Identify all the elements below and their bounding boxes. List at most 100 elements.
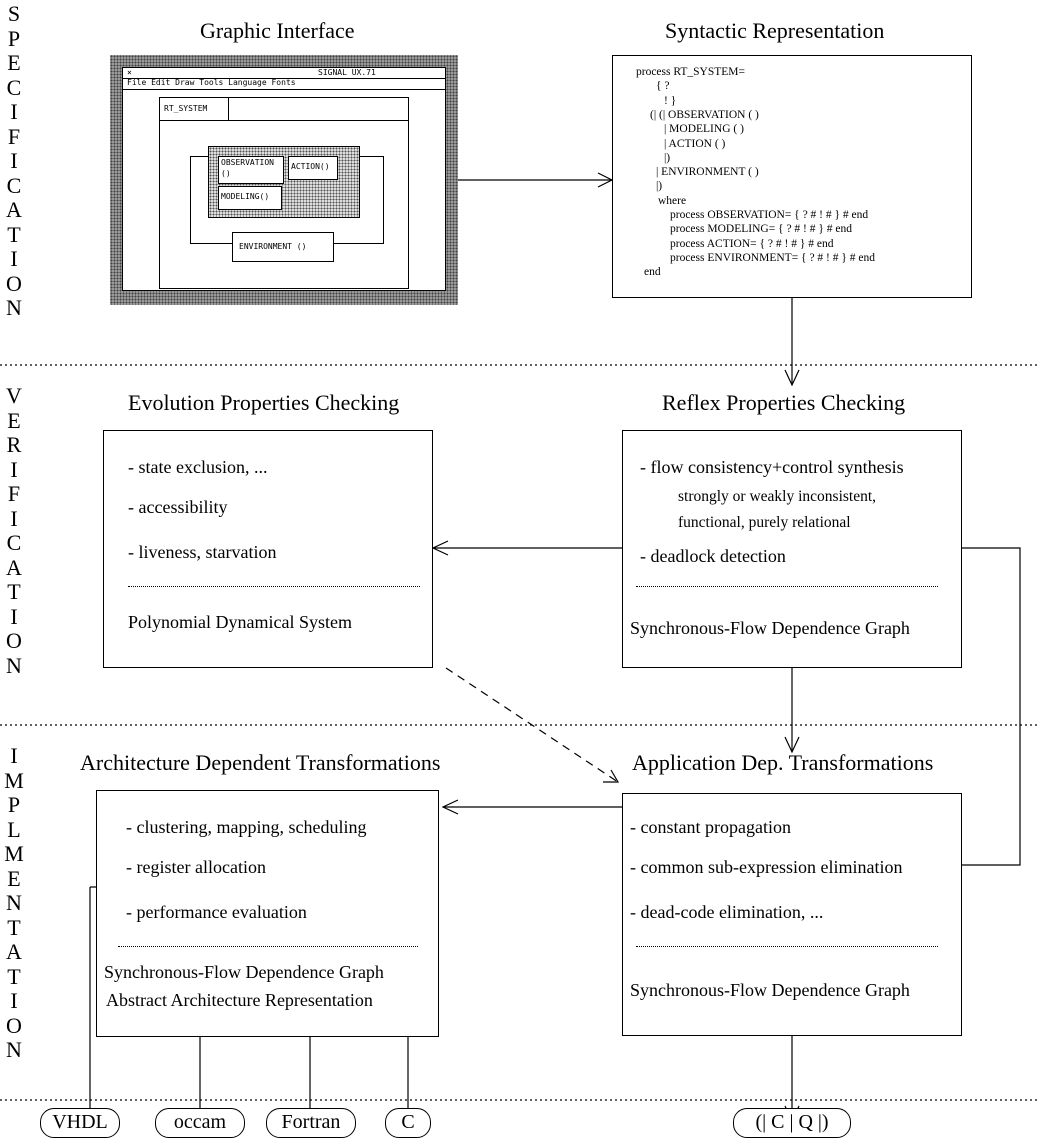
syntactic-code-line: { ? <box>656 80 670 93</box>
application-divider <box>636 946 938 947</box>
evolution-item: - liveness, starvation <box>128 542 277 562</box>
syntactic-code-line: | ENVIRONMENT ( ) <box>656 166 759 179</box>
syntactic-code-line: process RT_SYSTEM= <box>636 66 745 78</box>
architecture-footer: Synchronous-Flow Dependence Graph <box>104 962 384 982</box>
syntactic-box <box>612 55 972 298</box>
section-letter: I <box>10 99 18 124</box>
section-letter: I <box>10 505 18 531</box>
gi-window-title: SIGNAL UX.71 <box>318 68 376 77</box>
syntactic-code-line: | ACTION ( ) <box>664 137 726 150</box>
section-letter: N <box>6 652 22 678</box>
gi-close-icon: × <box>127 68 132 77</box>
section-letter: C <box>6 172 22 198</box>
section-letter: T <box>7 221 21 247</box>
section-letter: L <box>7 816 21 842</box>
section-letter: P <box>7 25 21 51</box>
output-fortran: Fortran <box>266 1108 356 1138</box>
graphic-interface-screenshot: × SIGNAL UX.71 File Edit Draw Tools Lang… <box>110 55 458 305</box>
evolution-title: Evolution Properties Checking <box>128 390 400 415</box>
section-letter: I <box>10 603 18 629</box>
section-letter: T <box>7 963 21 989</box>
section-letter: F <box>7 123 21 149</box>
gi-action-box: ACTION() <box>288 156 338 180</box>
section-letter: A <box>6 939 22 964</box>
architecture-footer: Abstract Architecture Representation <box>106 990 373 1010</box>
section-letter: N <box>6 295 22 320</box>
section-letter: E <box>7 407 21 433</box>
section-letter: A <box>6 197 22 222</box>
section-letter: I <box>10 988 18 1013</box>
reflex-footer: Synchronous-Flow Dependence Graph <box>630 618 910 638</box>
syntactic-code-line: (| (| OBSERVATION ( ) <box>650 108 759 121</box>
output-cq: (| C | Q |) <box>733 1108 851 1138</box>
architecture-item: - performance evaluation <box>126 902 307 922</box>
reflex-subitem: strongly or weakly inconsistent, <box>678 488 877 505</box>
section-letter: O <box>6 270 22 296</box>
evolution-box <box>103 430 433 668</box>
section-letter: A <box>6 554 22 580</box>
evolution-item: - accessibility <box>128 497 228 517</box>
syntactic-code-line: |) <box>656 180 663 193</box>
gi-system-label: RT_SYSTEM <box>164 104 208 113</box>
section-letter: S <box>7 1 21 26</box>
syntactic-code-line: ! } <box>664 94 677 107</box>
application-item: - constant propagation <box>630 817 791 837</box>
output-occam: occam <box>155 1108 245 1138</box>
section-letter: I <box>10 246 18 271</box>
syntactic-code-line: process ACTION= { ? # ! # } # end <box>670 237 834 250</box>
syntactic-code-line: end <box>644 266 661 279</box>
syntactic-code-line: |) <box>664 151 671 164</box>
application-item: - common sub-expression elimination <box>630 857 903 877</box>
application-title: Application Dep. Transformations <box>632 750 934 775</box>
application-box <box>622 793 962 1036</box>
evolution-item: - state exclusion, ... <box>128 457 268 477</box>
section-letter: E <box>7 50 21 75</box>
syntactic-code-line: process ENVIRONMENT= { ? # ! # } # end <box>670 251 876 264</box>
evolution-divider <box>128 586 420 587</box>
reflex-divider <box>636 586 938 587</box>
section-letter: O <box>6 1012 22 1038</box>
syntactic-code-line: | MODELING ( ) <box>664 123 744 136</box>
section-letter: M <box>4 841 24 866</box>
reflex-title: Reflex Properties Checking <box>662 390 906 415</box>
reflex-item: - flow consistency+control synthesis <box>640 457 904 477</box>
section-letter: E <box>7 865 21 891</box>
graphic-interface-title: Graphic Interface <box>200 18 355 43</box>
reflex-box <box>622 430 962 668</box>
section-letter: N <box>6 890 22 915</box>
section-letter: I <box>10 148 18 173</box>
gi-modeling-box: MODELING() <box>218 186 282 210</box>
syntactic-code-line: process OBSERVATION= { ? # ! # } # end <box>670 209 869 221</box>
gi-system-box: RT_SYSTEM OBSERVATION () ACTION() MODELI… <box>159 97 409 289</box>
section-letter: T <box>7 579 21 604</box>
syntactic-code-line: where <box>658 194 687 207</box>
gi-environment-box: ENVIRONMENT () <box>232 232 334 262</box>
arrow-evolution-to-application <box>445 667 619 783</box>
section-letter: O <box>6 628 22 653</box>
gi-menu: File Edit Draw Tools Language Fonts <box>127 78 296 87</box>
architecture-box <box>96 790 439 1037</box>
section-letter: V <box>6 383 22 408</box>
evolution-footer: Polynomial Dynamical System <box>128 612 352 632</box>
architecture-item: - register allocation <box>126 857 266 877</box>
reflex-item: - deadlock detection <box>640 546 786 566</box>
section-letter: C <box>6 530 22 555</box>
section-letter: F <box>7 481 21 506</box>
output-vhdl: VHDL <box>40 1108 120 1138</box>
gi-observation-box: OBSERVATION () <box>218 156 284 184</box>
section-letter: I <box>10 743 18 768</box>
architecture-item: - clustering, mapping, scheduling <box>126 817 367 837</box>
section-letter: R <box>6 432 22 457</box>
reflex-subitem: functional, purely relational <box>678 514 851 531</box>
architecture-title: Architecture Dependent Transformations <box>80 750 441 775</box>
application-item: - dead-code elimination, ... <box>630 902 824 922</box>
section-letter: M <box>4 767 24 793</box>
section-letter: P <box>7 792 21 817</box>
section-letter: C <box>6 74 22 100</box>
syntactic-title: Syntactic Representation <box>665 18 885 43</box>
output-c: C <box>385 1108 431 1138</box>
section-letter: N <box>6 1037 22 1062</box>
application-footer: Synchronous-Flow Dependence Graph <box>630 980 910 1000</box>
gi-window: × SIGNAL UX.71 File Edit Draw Tools Lang… <box>122 67 446 291</box>
section-letter: I <box>10 456 18 482</box>
